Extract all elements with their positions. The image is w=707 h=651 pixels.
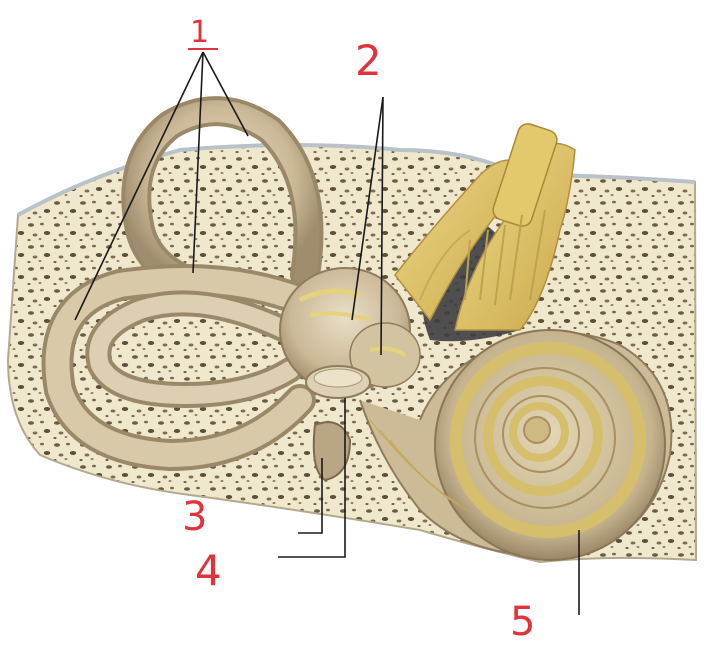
labels: 1 2 3 4 5 <box>182 15 535 645</box>
leader-lines <box>74 51 580 615</box>
label-5: 5 <box>510 599 535 645</box>
label-1: 1 <box>190 15 209 50</box>
oval-window <box>305 365 371 399</box>
leader-line-1-a <box>74 51 204 321</box>
leader-line-1-b <box>192 51 204 274</box>
vestibule <box>279 267 421 393</box>
leader-line-3 <box>298 458 323 534</box>
vestibulocochlear-nerve <box>394 123 576 331</box>
leader-line-2-b <box>380 96 384 356</box>
leader-line-1-c <box>202 51 249 137</box>
leader-line-4 <box>278 398 346 558</box>
label-3: 3 <box>182 494 207 540</box>
leader-line-2-a <box>351 96 384 321</box>
semicircular-canals <box>41 96 324 472</box>
label-2: 2 <box>355 36 382 85</box>
label-4: 4 <box>195 546 222 595</box>
cochlea <box>359 329 673 561</box>
round-window <box>312 421 352 482</box>
